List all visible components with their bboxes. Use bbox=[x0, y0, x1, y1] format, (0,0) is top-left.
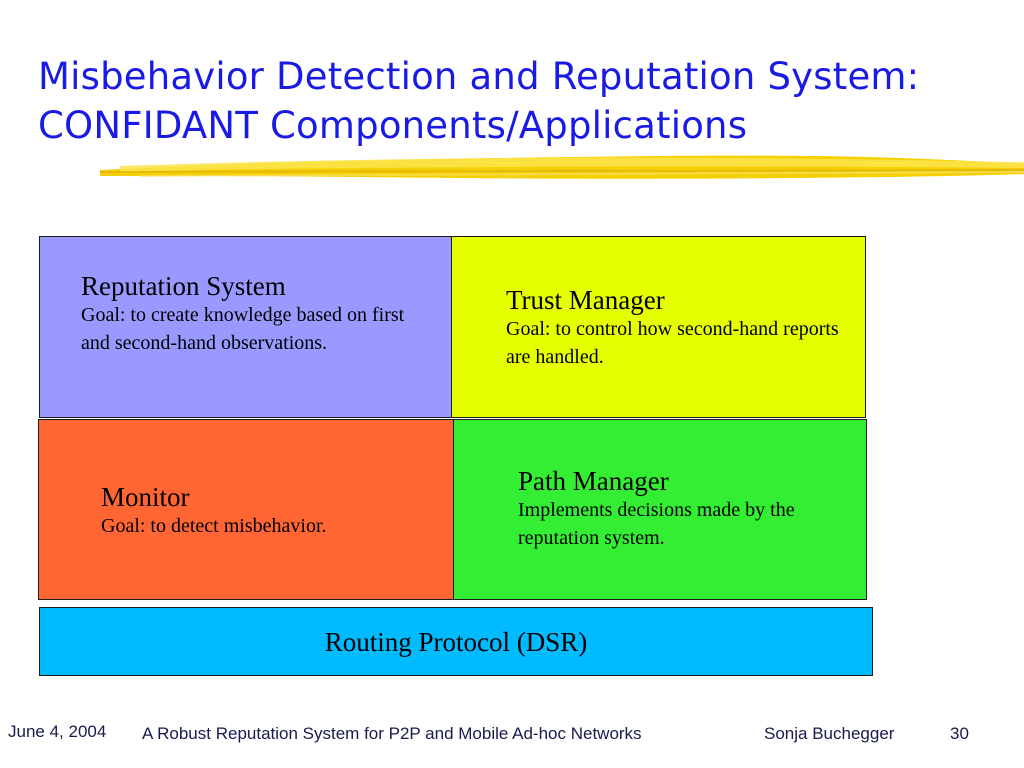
slide-title-line-2: CONFIDANT Components/Applications bbox=[38, 104, 748, 147]
footer-presentation-title: A Robust Reputation System for P2P and M… bbox=[142, 724, 642, 743]
trust-manager-box: Trust Manager Goal: to control how secon… bbox=[451, 236, 866, 418]
reputation-system-goal: Goal: to create knowledge based on first… bbox=[81, 304, 405, 354]
trust-manager-heading: Trust Manager bbox=[506, 285, 665, 315]
footer-page-number: 30 bbox=[950, 724, 969, 743]
monitor-goal: Goal: to detect misbehavior. bbox=[101, 515, 327, 537]
path-manager-box: Path Manager Implements decisions made b… bbox=[453, 419, 867, 600]
slide-title: Misbehavior Detection and Reputation Sys… bbox=[38, 52, 1024, 150]
monitor-box: Monitor Goal: to detect misbehavior. bbox=[38, 419, 455, 600]
routing-protocol-label: Routing Protocol (DSR) bbox=[324, 627, 588, 657]
slide-title-line-1: Misbehavior Detection and Reputation Sys… bbox=[38, 55, 920, 98]
path-manager-heading: Path Manager bbox=[518, 466, 669, 496]
monitor-heading: Monitor bbox=[101, 482, 190, 512]
reputation-system-heading: Reputation System bbox=[81, 271, 286, 301]
footer-date: June 4, 2004 bbox=[8, 722, 107, 741]
routing-protocol-box: Routing Protocol (DSR) bbox=[39, 607, 873, 676]
title-underline-brushstroke bbox=[100, 155, 1024, 179]
footer-author: Sonja Buchegger bbox=[764, 724, 895, 743]
reputation-system-box: Reputation System Goal: to create knowle… bbox=[39, 236, 453, 418]
trust-manager-goal: Goal: to control how second-hand reports… bbox=[506, 318, 839, 368]
path-manager-description: Implements decisions made by the reputat… bbox=[518, 499, 795, 549]
